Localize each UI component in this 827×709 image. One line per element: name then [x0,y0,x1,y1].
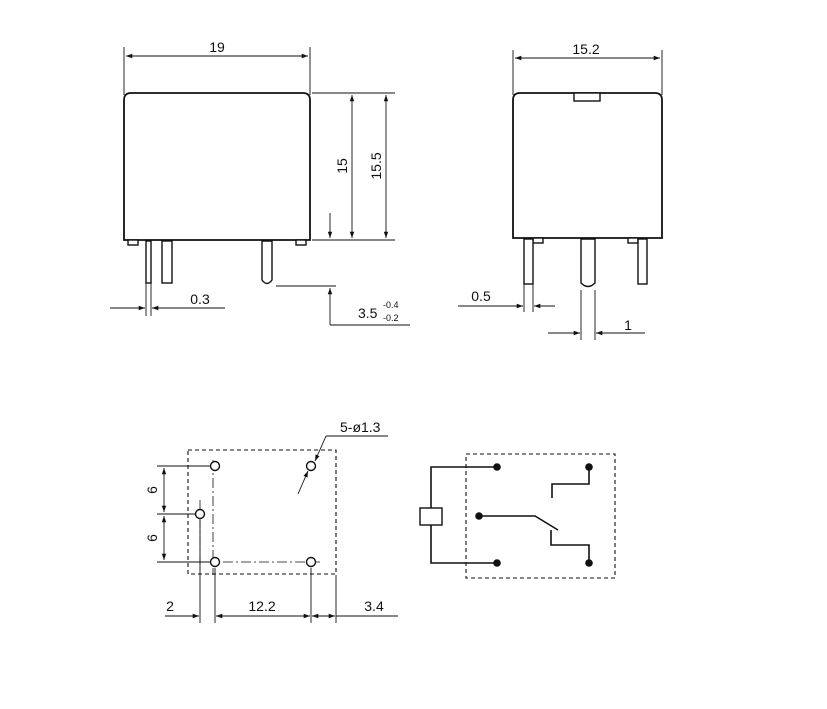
pin-length-label: 3.5 [358,305,378,321]
schematic [419,453,616,579]
terminal-coil-1 [493,463,501,471]
pin-side-1 [523,238,534,285]
pin-front-2 [161,240,173,284]
v-spacing-top-label: 6 [144,486,160,494]
center-spacing-label: 12.2 [248,598,275,614]
front-view: 19 15 15.5 3.5 -0.4 -0.2 0.3 [110,39,410,326]
coil-wire-top [430,466,497,508]
body-height-label: 15 [334,158,350,174]
width-label: 19 [209,39,225,55]
pcb-layout: 5-ø1.3 6 6 2 12.2 3.4 [144,419,398,623]
side-pitch-label: 1 [624,317,632,333]
no-contact [550,530,590,563]
schematic-outline [465,453,616,579]
common-armature [479,515,559,531]
pin-side-3 [637,238,648,285]
relay-body-side [512,92,663,239]
side-standoff-right [627,237,639,244]
pin-side-2 [580,238,596,288]
terminal-coil-2 [493,559,501,567]
nc-contact [551,467,590,498]
hole-callout-label: 5-ø1.3 [340,419,381,435]
right-offset-label: 3.4 [364,598,384,614]
side-top-notch [573,92,601,102]
pcb-hole-3 [194,508,206,520]
total-height-label: 15.5 [368,152,384,179]
pcb-hole-1 [209,460,221,472]
pin-front-3 [261,240,273,285]
pin-thickness-label: 0.3 [190,291,210,307]
pin-front-1 [145,240,152,284]
pcb-hole-4 [209,556,221,568]
standoff-left [127,239,139,246]
pcb-hole-5 [305,556,317,568]
side-width-label: 15.2 [572,41,599,57]
v-spacing-bottom-label: 6 [144,534,160,542]
coil-wire-bottom [430,525,497,564]
side-standoff-left [532,237,544,244]
standoff-right [295,239,307,246]
pcb-hole-2 [305,460,317,472]
coil-symbol [419,507,443,526]
pin-length-tol-upper: -0.4 [383,300,399,310]
pin-length-tol-lower: -0.2 [383,313,399,323]
side-view: 15.2 0.5 1 [458,41,663,340]
hole-callout-arrow-low [297,470,309,495]
hole-callout-arrow-high [314,435,327,462]
side-pin-width-label: 0.5 [471,288,491,304]
left-offset-label: 2 [166,598,174,614]
pcb-outline [187,449,337,575]
relay-body-front [123,92,311,241]
